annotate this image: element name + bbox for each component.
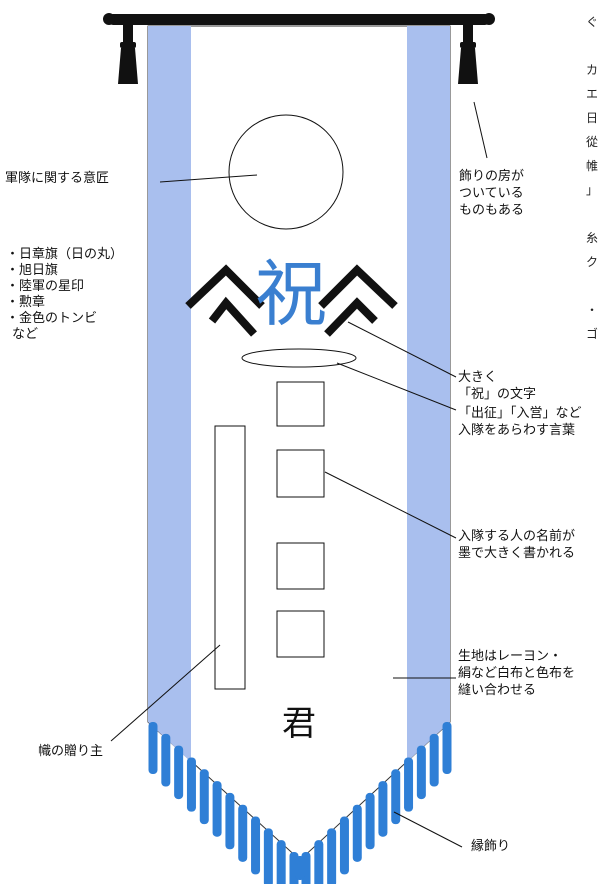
fringe-tassel: [161, 733, 171, 787]
left-tassel: [118, 24, 138, 84]
fringe-tassel: [327, 828, 337, 884]
military-items-list: ・日章旗（日の丸） ・旭日旗 ・陸軍の星印 ・勲章 ・金色のトンビ など: [6, 247, 123, 343]
fringe-tassel: [238, 804, 248, 862]
left-side-band: [148, 26, 191, 762]
fringe-tassel: [378, 781, 388, 837]
fringe-tassel: [391, 769, 401, 825]
fringe-tassel: [263, 828, 273, 884]
military-item: ・金色のトンビ: [6, 311, 98, 326]
fringe-tassel: [404, 757, 414, 812]
label-fabric: 生地はレーヨン・ 絹など白布と色布を 縫い合わせる: [458, 649, 576, 698]
fringe-tassel: [352, 804, 362, 862]
name-box-1: [276, 542, 325, 590]
fringe-tassel: [148, 722, 158, 774]
right-side-band: [407, 26, 450, 762]
military-item: ・日章旗（日の丸）: [6, 247, 124, 262]
fringe-tassel: [416, 745, 426, 800]
military-item: ・陸軍の星印: [6, 279, 85, 294]
label-shuku-text: 大きく 「祝」の文字: [458, 370, 537, 402]
fringe-tassel: [442, 722, 452, 774]
kimi-character: 君: [282, 704, 316, 744]
right-tassel: [458, 24, 478, 84]
label-phrase: 「出征」「入営」など 入隊をあらわす言葉: [458, 406, 582, 438]
fringe-tassel: [339, 816, 349, 875]
pole-end-left: [103, 13, 115, 25]
fringe-tassel: [212, 781, 222, 837]
label-fringe: 縁飾り: [471, 839, 511, 854]
label-name: 入隊する人の名前が 墨で大きく書かれる: [458, 529, 576, 561]
leader-lines: [110, 101, 488, 848]
fringe-tassel: [429, 733, 439, 787]
name-box-2: [276, 610, 325, 658]
label-sender: 幟の贈り主: [38, 744, 104, 759]
military-item: ・勲章: [6, 295, 46, 310]
fringe-tassel: [199, 769, 209, 825]
label-tassel: 飾りの房が ついている ものもある: [459, 169, 525, 218]
sender-box: [214, 425, 246, 690]
phrase-box-1: [276, 381, 325, 427]
fringe-tassels: [148, 722, 452, 884]
phrase-box-2: [276, 449, 325, 498]
label-military-design: 軍隊に関する意匠: [5, 171, 110, 186]
kite-wings: [185, 264, 398, 337]
fringe-tassel: [251, 816, 261, 875]
halo-ellipse: [241, 348, 357, 368]
fringe-tassel: [174, 745, 184, 800]
cropped-side-text: ぐ カ エ 日 從 帷 」 糸 ク ・ ゴ: [586, 15, 599, 341]
sun-circle: [228, 114, 344, 230]
fringe-tassel: [295, 856, 305, 880]
pole-end-right: [483, 13, 495, 25]
banner-pole: [108, 14, 490, 25]
fringe-tassel: [225, 792, 235, 850]
shuku-character: 祝: [255, 252, 328, 336]
fringe-tassel: [186, 757, 196, 812]
fringe-tassel: [314, 840, 324, 884]
fringe-tassel: [365, 792, 375, 850]
military-item: ・旭日旗: [6, 263, 59, 278]
fringe-tassel: [276, 840, 286, 884]
military-item: など: [12, 327, 39, 342]
